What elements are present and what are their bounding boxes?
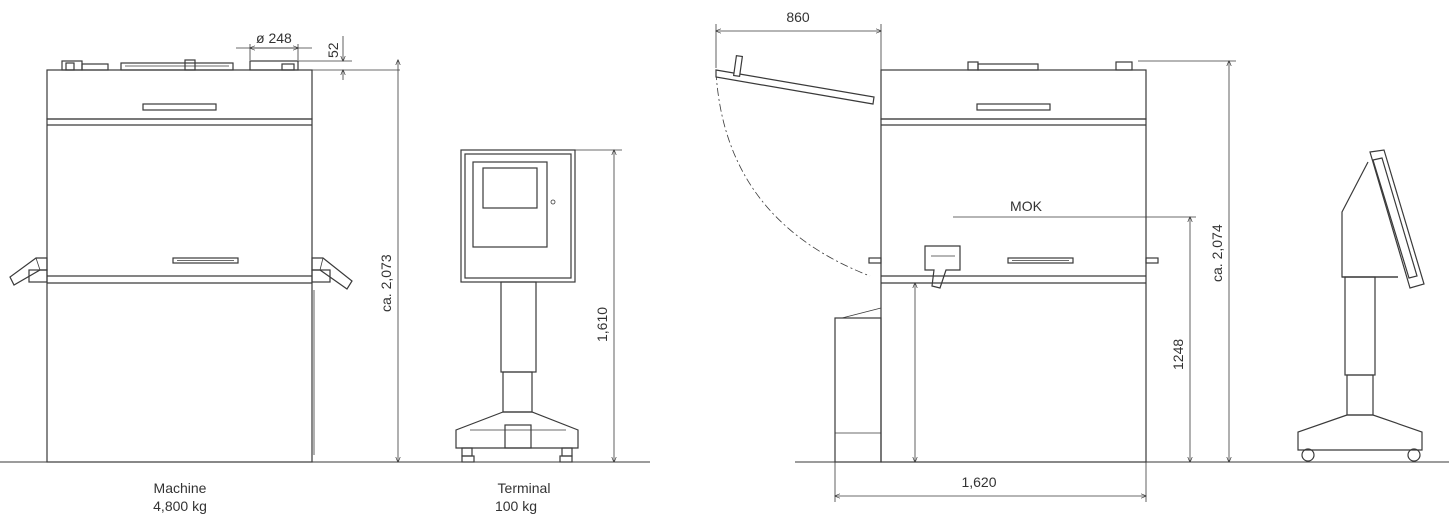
terminal-weight: 100 kg bbox=[495, 498, 537, 514]
lid-reach-label: 860 bbox=[786, 9, 810, 25]
side-height-label: ca. 2,074 bbox=[1209, 224, 1225, 282]
front-view: ø 248 52 ca. 2,073 bbox=[0, 30, 650, 514]
top-offset-dimension: 52 bbox=[298, 36, 400, 80]
machine-height-dimension: ca. 2,073 bbox=[378, 60, 398, 462]
diameter-dimension: ø 248 bbox=[236, 30, 312, 60]
side-height-dimension: ca. 2,074 bbox=[1138, 61, 1236, 462]
mok-height-label: 1248 bbox=[1170, 339, 1186, 370]
lid-reach-dimension: 860 bbox=[716, 9, 881, 70]
depth-dimension: 1,620 bbox=[835, 462, 1146, 502]
machine-weight: 4,800 kg bbox=[153, 498, 207, 514]
mok-label: MOK bbox=[1010, 198, 1043, 214]
terminal-height-dimension: 1,610 bbox=[575, 150, 622, 462]
side-view: 860 MOK 1248 ca. 2,074 1,620 bbox=[715, 9, 1449, 502]
lid-swing bbox=[715, 55, 875, 277]
machine-height-label: ca. 2,073 bbox=[378, 254, 394, 312]
top-offset-label: 52 bbox=[325, 42, 341, 58]
machine-side bbox=[834, 61, 1159, 463]
terminal-front bbox=[455, 149, 579, 463]
terminal-height-label: 1,610 bbox=[594, 307, 610, 342]
mok-reference: MOK bbox=[953, 198, 1196, 218]
machine-front bbox=[9, 59, 353, 463]
mok-height-dimension: 1248 bbox=[1170, 217, 1190, 462]
terminal-side bbox=[1297, 149, 1425, 462]
machine-caption: Machine bbox=[154, 480, 207, 496]
depth-label: 1,620 bbox=[961, 474, 996, 490]
terminal-caption: Terminal bbox=[498, 480, 551, 496]
diameter-label: ø 248 bbox=[256, 30, 292, 46]
